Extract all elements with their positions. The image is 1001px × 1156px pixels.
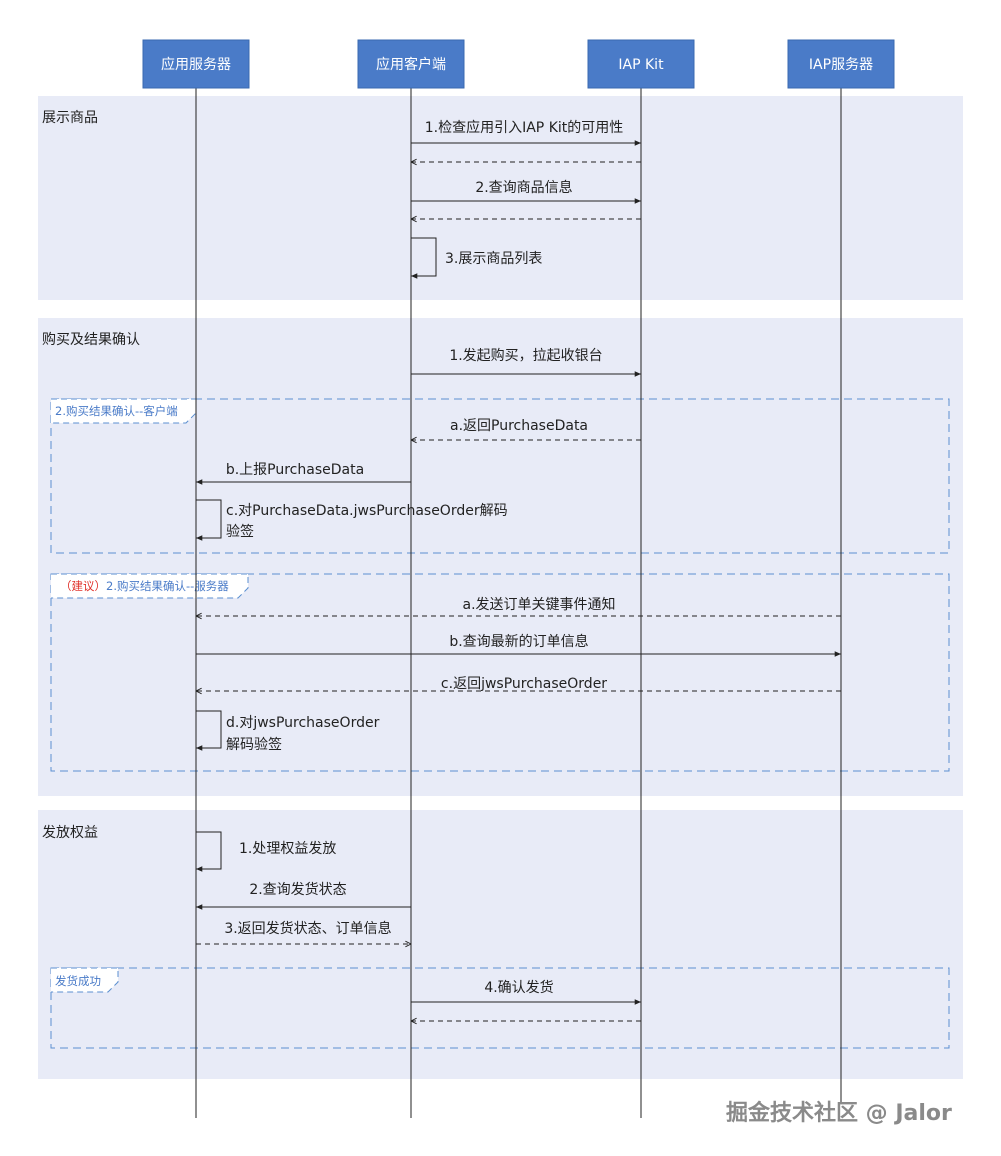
msg-label-start-purchase: 1.发起购买，拉起收银台 <box>449 348 602 364</box>
frame-label-recommended: （建议） <box>60 579 106 593</box>
section-purchase-confirm <box>38 318 963 796</box>
participant-app-server: 应用服务器 <box>142 39 250 89</box>
frame-label-server-text: 2.购买结果确认--服务器 <box>106 579 229 593</box>
participant-label-app-client: 应用客户端 <box>376 56 446 73</box>
msg-self-process-rights <box>196 831 222 872</box>
frame-tab-client-confirm <box>51 398 197 424</box>
msg-label-send-notification: a.发送订单关键事件通知 <box>462 596 615 613</box>
msg-label-verify-client-2: 验签 <box>226 523 254 540</box>
msg-label-return-purchase-data: a.返回PurchaseData <box>450 418 588 434</box>
section-title-deliver: 发放权益 <box>42 825 98 841</box>
msg-label-check-availability: 1.检查应用引入IAP Kit的可用性 <box>425 119 624 136</box>
msg-label-query-products: 2.查询商品信息 <box>475 179 572 196</box>
frame-server-confirm <box>50 573 950 772</box>
frame-label-deliver-success: 发货成功 <box>55 974 101 988</box>
msg-label-verify-server-1: d.对jwsPurchaseOrder <box>226 715 380 731</box>
msg-label-query-delivery-status: 2.查询发货状态 <box>249 881 346 898</box>
section-deliver-rights <box>38 810 963 1079</box>
msg-label-process-rights: 1.处理权益发放 <box>239 841 336 857</box>
msg-self-verify-client <box>196 499 222 541</box>
frame-tab-server-confirm <box>51 573 249 599</box>
frame-tab-deliver-success <box>51 967 119 993</box>
participant-app-client: 应用客户端 <box>357 39 465 89</box>
msg-label-show-list: 3.展示商品列表 <box>445 251 542 267</box>
msg-self-show-list <box>411 237 437 279</box>
watermark-text: 掘金技术社区 @ Jalor <box>726 1100 952 1126</box>
participant-iap-server: IAP服务器 <box>787 39 895 89</box>
msg-label-confirm-delivery: 4.确认发货 <box>484 979 553 996</box>
participant-label-iap-server: IAP服务器 <box>809 57 873 73</box>
participant-label-iap-kit: IAP Kit <box>618 57 664 73</box>
frame-client-confirm <box>50 398 950 554</box>
msg-label-verify-client-1: c.对PurchaseData.jwsPurchaseOrder解码 <box>226 503 508 519</box>
msg-label-query-latest-order: b.查询最新的订单信息 <box>449 633 588 650</box>
frame-deliver-success <box>50 967 950 1049</box>
section-title-purchase: 购买及结果确认 <box>42 332 140 348</box>
msg-label-return-jws-order: c.返回jwsPurchaseOrder <box>441 676 607 692</box>
section-show-products <box>38 96 963 300</box>
frame-label-server-confirm: （建议）2.购买结果确认--服务器 <box>60 579 229 593</box>
participant-iap-kit: IAP Kit <box>587 39 695 89</box>
participant-label-app-server: 应用服务器 <box>161 56 231 73</box>
msg-label-return-delivery-status: 3.返回发货状态、订单信息 <box>224 920 391 937</box>
frame-label-client-confirm: 2.购买结果确认--客户端 <box>55 404 178 418</box>
section-title-show: 展示商品 <box>42 110 98 126</box>
msg-label-report-purchase-data: b.上报PurchaseData <box>226 462 364 478</box>
msg-self-verify-server <box>196 710 222 751</box>
msg-label-verify-server-2: 解码验签 <box>226 736 282 753</box>
